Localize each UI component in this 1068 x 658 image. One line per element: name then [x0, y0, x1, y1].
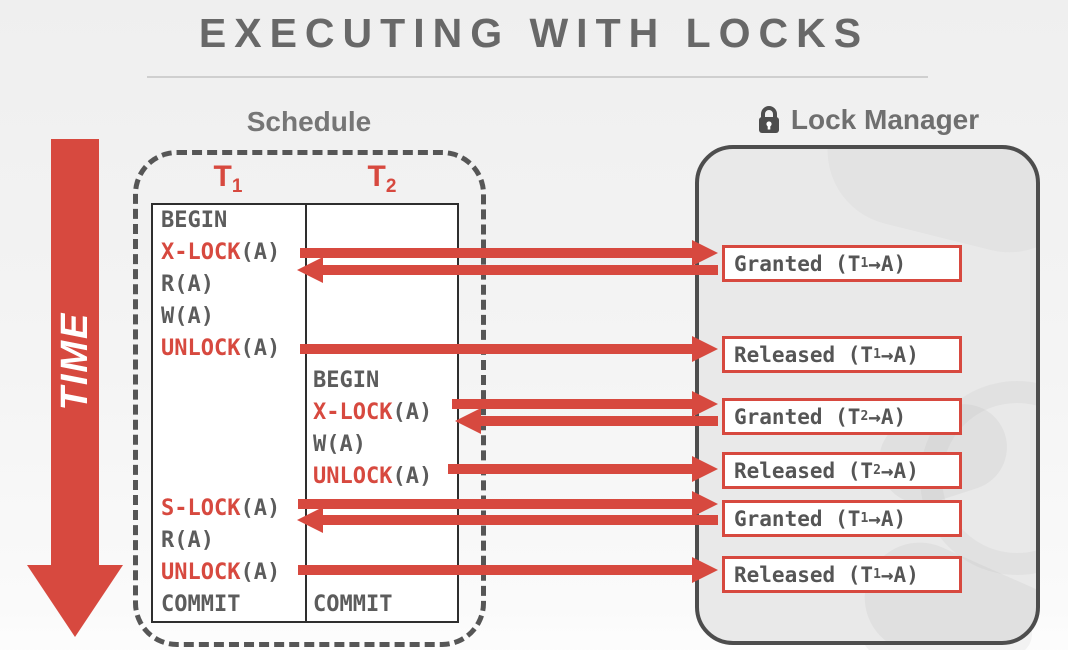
arrow-request-4 [452, 391, 718, 417]
schedule-op: X-LOCK(A) [313, 400, 433, 425]
schedule-op: R(A) [161, 272, 214, 297]
schedule-op: W(A) [161, 304, 214, 329]
time-arrow-shaft [51, 139, 99, 565]
time-label: TIME [54, 311, 96, 411]
schedule-op: R(A) [161, 528, 214, 553]
title-divider [147, 76, 928, 78]
time-arrowhead-icon [27, 565, 123, 637]
time-arrow: TIME [27, 139, 123, 637]
arrow-request-6 [448, 456, 718, 482]
schedule-op: COMMIT [161, 592, 241, 617]
page-title: EXECUTING WITH LOCKS [198, 10, 870, 56]
arrow-request-7 [298, 491, 718, 517]
lock-manager-heading-label: Lock Manager [790, 104, 980, 135]
arrow-grant-2 [297, 257, 718, 283]
schedule-op: UNLOCK(A) [161, 336, 281, 361]
schedule-heading: Schedule [246, 106, 372, 137]
lock-manager-heading: Lock Manager [695, 104, 1040, 136]
schedule-dashed-border [133, 150, 486, 647]
schedule-op: BEGIN [161, 208, 228, 233]
arrow-grant-5 [455, 408, 718, 434]
schedule-op: BEGIN [313, 368, 380, 393]
lock-icon [756, 105, 782, 135]
arrow-request-3 [300, 336, 718, 362]
schedule-op: UNLOCK(A) [161, 560, 281, 585]
schedule-op: S-LOCK(A) [161, 496, 281, 521]
arrow-grant-8 [297, 507, 718, 533]
slide-bottom-edge [0, 650, 1068, 658]
column-header-t2: T2 [367, 160, 397, 197]
schedule-op: X-LOCK(A) [161, 240, 281, 265]
arrow-request-1 [300, 240, 718, 266]
schedule-op: UNLOCK(A) [313, 464, 433, 489]
column-header-t1: T1 [213, 160, 243, 197]
arrow-request-9 [298, 557, 718, 583]
schedule-column-divider [305, 205, 307, 621]
schedule-op: W(A) [313, 432, 366, 457]
schedule-op: COMMIT [313, 592, 393, 617]
